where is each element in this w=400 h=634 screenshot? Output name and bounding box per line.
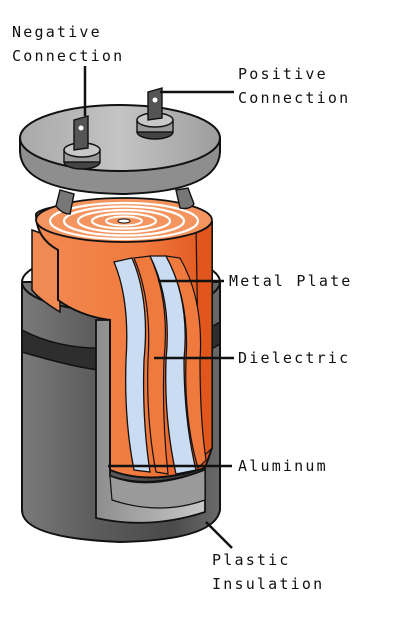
label-negative-connection-line1: Negative: [12, 23, 102, 41]
label-positive-connection-line1: Positive: [238, 65, 328, 83]
aluminum-can: [95, 319, 206, 524]
label-plastic-insulation: Plastic Insulation: [212, 548, 324, 596]
label-negative-connection: Negative Connection: [12, 20, 124, 68]
label-positive-connection-line2: Connection: [238, 89, 351, 107]
label-positive-connection: Positive Connection: [238, 62, 350, 110]
dielectric-strips: [113, 255, 207, 475]
label-negative-connection-line2: Connection: [12, 47, 125, 65]
label-aluminum: Aluminum: [238, 457, 328, 475]
leader-plastic-insulation: [205, 521, 233, 549]
leader-lines: [83, 66, 234, 549]
label-plastic-insulation-line2: Insulation: [212, 575, 325, 593]
label-plastic-insulation-line1: Plastic: [212, 551, 291, 569]
label-dielectric: Dielectric: [238, 349, 351, 367]
positive-terminal: [136, 87, 174, 140]
label-metal-plate: Metal Plate: [229, 272, 353, 290]
negative-terminal: [63, 115, 101, 170]
